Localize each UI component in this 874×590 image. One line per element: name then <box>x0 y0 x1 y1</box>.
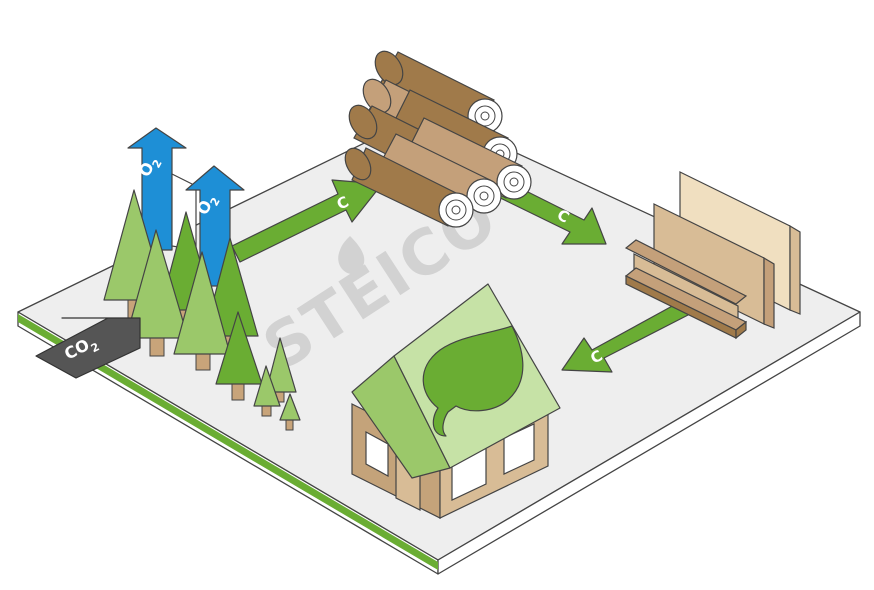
arrow-icon <box>35 317 141 379</box>
i-beam-icon <box>624 239 748 340</box>
timber-boards <box>624 171 801 340</box>
arrow-boards-to-house: C <box>561 303 691 373</box>
house-icon <box>351 283 561 519</box>
log <box>344 147 474 228</box>
tree-icon <box>125 229 189 357</box>
arrow-icon <box>561 303 691 373</box>
house-window <box>365 430 389 478</box>
log <box>407 117 532 200</box>
tree-icon <box>253 365 281 417</box>
tree-icon <box>173 251 231 371</box>
tree-icon <box>215 311 263 401</box>
log <box>379 133 502 214</box>
watermark-leaf-icon <box>338 236 365 275</box>
tree-icon <box>279 393 301 431</box>
carbon-dioxide-arrow: CO 2 <box>35 317 141 379</box>
forest <box>103 189 301 431</box>
house-window <box>503 423 535 475</box>
leaf-icon <box>422 325 524 437</box>
arrow-icon <box>231 179 383 263</box>
log-pile-icon <box>344 50 532 228</box>
arrow-forest-to-logs: C <box>231 179 383 263</box>
platform-green-stripe <box>18 314 438 570</box>
